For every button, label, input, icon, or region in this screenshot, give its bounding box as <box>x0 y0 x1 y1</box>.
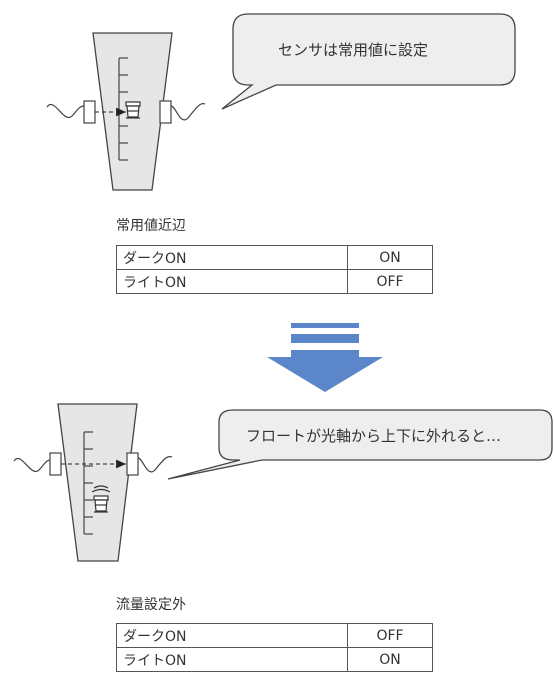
state-value: OFF <box>347 269 433 294</box>
bottom-caption: 流量設定外 <box>116 597 186 613</box>
top-state-table: ダークON ON ライトON OFF <box>116 245 433 294</box>
table-row: ダークON ON <box>116 245 433 270</box>
top-receiver <box>159 100 172 124</box>
state-label: ライトON <box>116 647 348 672</box>
state-value: ON <box>347 647 433 672</box>
bottom-scale <box>83 431 93 535</box>
top-float <box>125 101 141 119</box>
bottom-speech-bubble <box>167 409 553 480</box>
state-label: ライトON <box>116 269 348 294</box>
top-caption: 常用値近辺 <box>116 218 186 234</box>
top-left-cable <box>46 104 85 118</box>
bottom-emitter <box>49 452 62 476</box>
top-emitter <box>83 100 96 124</box>
top-bubble-text: センサは常用値に設定 <box>278 41 429 59</box>
table-row: ライトON ON <box>116 647 433 672</box>
top-right-cable <box>170 103 206 121</box>
state-label: ダークON <box>116 245 348 270</box>
bottom-state-table: ダークON OFF ライトON ON <box>116 623 433 672</box>
table-row: ライトON OFF <box>116 269 433 294</box>
state-label: ダークON <box>116 623 348 648</box>
state-value: ON <box>347 245 433 270</box>
top-speech-bubble <box>221 13 516 110</box>
table-row: ダークON OFF <box>116 623 433 648</box>
bottom-bubble-text: フロートが光軸から上下に外れると… <box>246 427 502 445</box>
bottom-left-cable <box>13 458 51 472</box>
bottom-float <box>91 485 111 513</box>
top-scene <box>46 13 516 191</box>
bottom-right-cable <box>137 455 173 473</box>
bottom-flow-tube <box>57 403 138 562</box>
bottom-scene <box>13 403 553 562</box>
bottom-receiver <box>126 452 139 476</box>
state-value: OFF <box>347 623 433 648</box>
down-arrow-icon <box>267 323 383 392</box>
